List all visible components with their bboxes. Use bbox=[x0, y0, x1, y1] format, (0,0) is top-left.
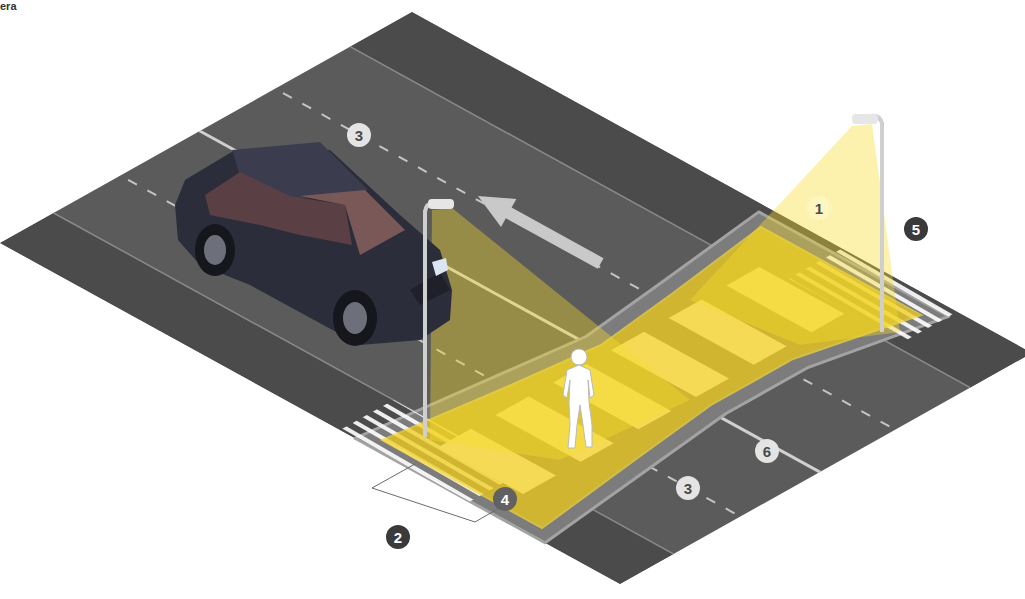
partial-label: era bbox=[0, 0, 17, 12]
street-lamp bbox=[425, 199, 454, 437]
callout-number: 4 bbox=[493, 487, 517, 511]
light-cone bbox=[430, 208, 690, 460]
lamp-pole bbox=[423, 210, 427, 437]
road-surface bbox=[0, 12, 1025, 584]
lamp-head bbox=[852, 114, 878, 124]
light-cone bbox=[690, 124, 900, 345]
extension-line bbox=[372, 464, 415, 488]
callout-number: 3 bbox=[347, 123, 371, 147]
car-headlight bbox=[432, 258, 448, 276]
callout-number: 6 bbox=[755, 439, 779, 463]
lamp-head bbox=[428, 199, 454, 209]
car-windshield bbox=[300, 190, 405, 255]
lamp-pole bbox=[880, 122, 884, 332]
callout-number: 1 bbox=[807, 196, 831, 220]
callout-number: 2 bbox=[386, 525, 410, 549]
pedestrian-body bbox=[563, 365, 594, 448]
car-wheel bbox=[195, 224, 235, 276]
car-grille bbox=[410, 272, 450, 305]
car bbox=[175, 142, 452, 346]
car-rim bbox=[204, 235, 226, 265]
pedestrian-head bbox=[571, 349, 587, 365]
dimension-line bbox=[372, 488, 475, 522]
pedestrian bbox=[563, 349, 594, 448]
car-wheel bbox=[333, 290, 377, 346]
callout-number: 5 bbox=[904, 217, 928, 241]
center-line bbox=[150, 104, 900, 517]
street-lamp bbox=[852, 114, 882, 332]
car-rim bbox=[343, 302, 367, 334]
dimension-bracket bbox=[372, 464, 508, 522]
callout-number: 3 bbox=[676, 476, 700, 500]
